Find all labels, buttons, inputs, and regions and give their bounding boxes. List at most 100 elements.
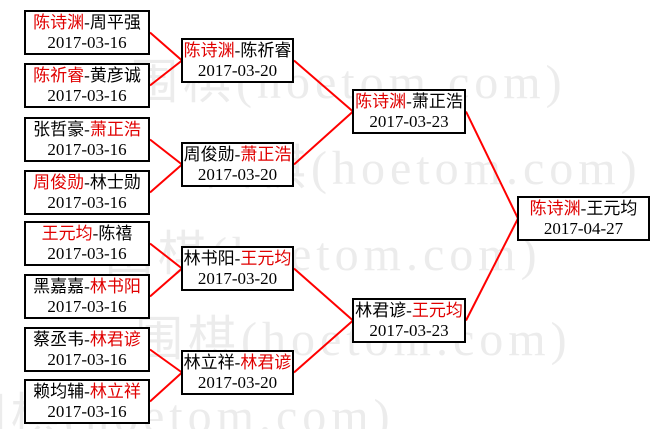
connector-line: [149, 242, 183, 270]
player-name: 林君谚: [355, 300, 407, 320]
player-name: 陈诗渊: [529, 198, 581, 218]
name-separator: -: [580, 198, 587, 218]
player-name: 林立祥: [183, 352, 235, 372]
match-date: 2017-04-27: [543, 218, 624, 238]
connector-line: [149, 138, 183, 166]
player-name: 赖均辅: [33, 381, 85, 401]
player-name: 周平强: [89, 12, 141, 32]
player-name: 王元均: [586, 198, 638, 218]
name-separator: -: [234, 352, 241, 372]
match-players: 张哲豪-萧正浩: [33, 120, 141, 140]
match-date: 2017-03-16: [47, 349, 127, 369]
player-name: 张哲豪: [33, 119, 85, 139]
name-separator: -: [406, 91, 412, 111]
name-separator: -: [84, 381, 90, 401]
connector-line: [149, 31, 183, 62]
match-players: 陈诗渊-陈祈睿: [184, 41, 292, 61]
match-players: 陈诗渊-周平强: [33, 13, 141, 33]
player-name: 王元均: [41, 223, 93, 243]
name-separator: -: [84, 276, 90, 296]
name-separator: -: [92, 223, 99, 243]
match-date: 2017-03-16: [47, 243, 127, 263]
player-name: 黑嘉嘉: [33, 276, 85, 296]
player-name: 林书阳: [89, 276, 141, 296]
connector-line: [465, 111, 519, 219]
player-name: 陈禧: [98, 223, 133, 243]
player-name: 陈祈睿: [33, 65, 85, 85]
name-separator: -: [84, 119, 90, 139]
player-name: 周俊勋: [183, 144, 235, 164]
player-name: 陈诗渊: [355, 91, 407, 111]
name-separator: -: [406, 300, 412, 320]
player-name: 林立祥: [89, 381, 141, 401]
name-separator: -: [84, 65, 90, 85]
player-name: 林君谚: [89, 329, 141, 349]
player-name: 周俊勋: [33, 172, 85, 192]
connector-line: [149, 348, 183, 374]
player-name: 王元均: [411, 300, 463, 320]
match-date: 2017-03-16: [47, 296, 127, 316]
player-name: 林君谚: [240, 352, 292, 372]
match-date: 2017-03-20: [197, 372, 278, 392]
match-players: 林书阳-王元均: [184, 249, 292, 269]
player-name: 林士勋: [89, 172, 141, 192]
match-date: 2017-03-20: [197, 60, 278, 80]
match-players: 周俊勋-林士勋: [33, 173, 141, 193]
match-date: 2017-03-23: [369, 111, 449, 131]
match-players: 林君谚-王元均: [355, 301, 463, 321]
match-date: 2017-03-23: [369, 320, 449, 340]
match-players: 周俊勋-萧正浩: [184, 145, 292, 165]
match-players: 林立祥-林君谚: [184, 353, 292, 373]
match-date: 2017-03-16: [47, 32, 127, 52]
player-name: 林书阳: [183, 248, 235, 268]
connector-line: [293, 267, 354, 322]
connector-line: [149, 163, 183, 194]
name-separator: -: [84, 12, 90, 32]
match-players: 陈诗渊-萧正浩: [355, 92, 463, 112]
player-name: 陈祈睿: [240, 40, 292, 60]
name-separator: -: [234, 144, 241, 164]
player-name: 萧正浩: [89, 119, 141, 139]
player-name: 萧正浩: [411, 91, 463, 111]
match-players: 蔡丞韦-林君谚: [33, 330, 141, 350]
match-players: 赖均辅-林立祥: [33, 382, 141, 402]
match-date: 2017-03-20: [197, 268, 278, 288]
match-date: 2017-03-16: [47, 85, 127, 105]
name-separator: -: [84, 329, 90, 349]
player-name: 陈诗渊: [183, 40, 235, 60]
match-date: 2017-03-16: [47, 401, 127, 421]
connector-line: [149, 371, 183, 403]
name-separator: -: [234, 40, 241, 60]
player-name: 黄彦诚: [89, 65, 141, 85]
player-name: 王元均: [240, 248, 292, 268]
player-name: 蔡丞韦: [33, 329, 85, 349]
player-name: 陈诗渊: [33, 12, 85, 32]
connector-line: [149, 59, 183, 87]
match-date: 2017-03-16: [47, 192, 127, 212]
name-separator: -: [234, 248, 241, 268]
connector-line: [293, 110, 354, 166]
connector-line: [465, 218, 519, 321]
match-date: 2017-03-16: [47, 139, 127, 159]
connector-line: [293, 59, 354, 113]
match-date: 2017-03-20: [197, 164, 278, 184]
connector-line: [149, 267, 183, 298]
match-players: 王元均-陈禧: [42, 224, 133, 244]
match-players: 陈诗渊-王元均: [530, 199, 638, 219]
